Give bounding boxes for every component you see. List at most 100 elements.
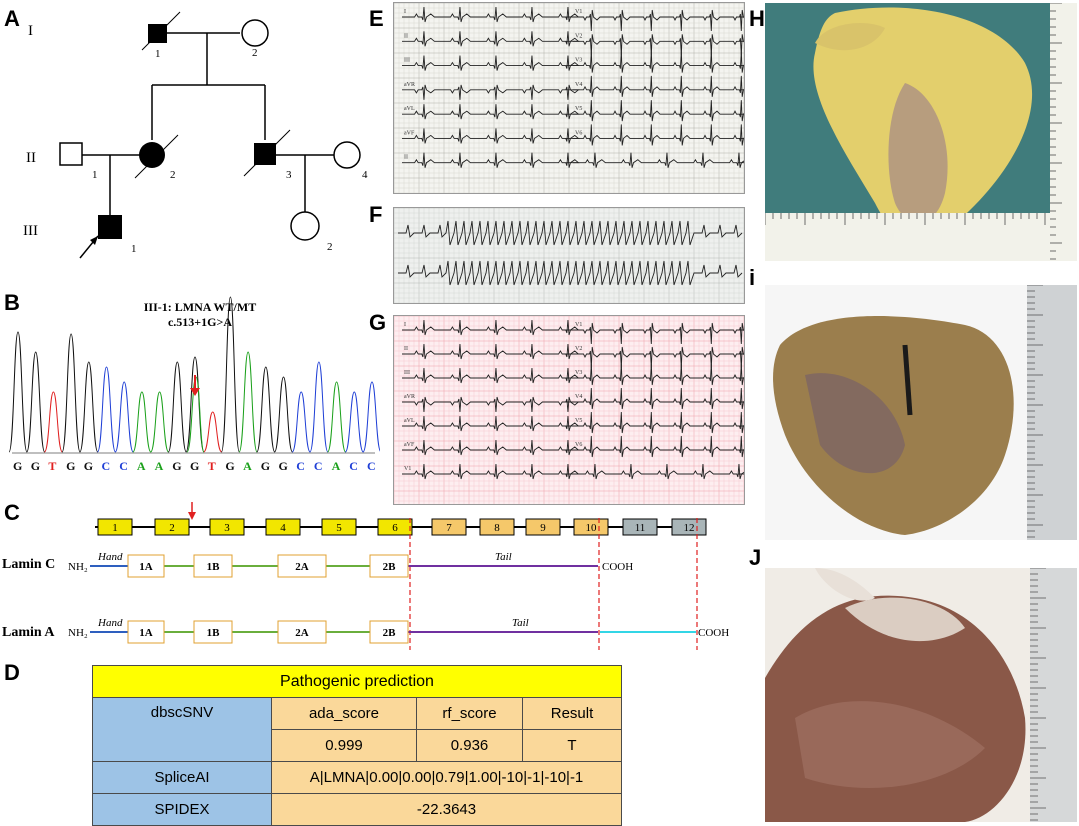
ecg-lead-label: V1 (575, 9, 582, 15)
individual-number: 4 (362, 169, 368, 181)
exon-label: 8 (494, 522, 500, 534)
exon-box (525, 518, 561, 536)
panel-label-a: A (4, 6, 20, 31)
ecg-lead-label: V3 (575, 58, 582, 64)
domain-box (193, 554, 233, 578)
ecg-trace-f (394, 208, 744, 303)
exon-box (622, 518, 658, 536)
base-call: G (225, 459, 234, 473)
panel-label-h: H (749, 6, 765, 31)
domain-box (277, 620, 327, 644)
ecg-lead-trace (402, 128, 580, 144)
base-call: C (119, 459, 128, 473)
exon-box (431, 518, 467, 536)
ecg-lead-label: aVF (404, 442, 415, 448)
lamin-c-cterm: COOH (602, 561, 633, 573)
individual-ii2 (139, 142, 165, 168)
ecg-lead-trace (402, 152, 580, 168)
individual-number: 3 (286, 169, 292, 181)
ecg-lead-trace (573, 100, 744, 122)
pedigree-chart: I II III 1 2 1 2 3 4 1 2 (23, 11, 368, 259)
ecg-lead-label: I (404, 322, 406, 328)
ecg-lead-label: V4 (575, 82, 582, 88)
generation-label: I (28, 23, 33, 39)
base-call: C (314, 459, 323, 473)
individual-ii4 (333, 141, 361, 169)
trace-peak (97, 366, 116, 453)
ecg-lead-label: V5 (575, 418, 582, 424)
ecg-lead-trace (402, 343, 580, 360)
trace-peak (344, 391, 364, 453)
table-title: Pathogenic prediction (92, 665, 622, 698)
exon-label: 6 (392, 522, 398, 534)
ecg-lead-trace (402, 367, 580, 384)
base-call: C (296, 459, 305, 473)
ecg-rhythm-trace (398, 220, 743, 246)
ecg-lead-trace (402, 439, 580, 456)
trace-peak (8, 331, 28, 453)
individual-ii3 (254, 143, 276, 165)
dbscsnv-label: dbscSNV (92, 697, 272, 762)
base-call: G (190, 459, 199, 473)
table-value-cell: T (522, 729, 622, 762)
individual-number: 1 (131, 243, 137, 255)
ruler (765, 213, 1050, 261)
ecg-lead-trace (573, 411, 744, 434)
sanger-variant: c.513+1G>A (167, 315, 232, 329)
trace-peak (43, 391, 63, 453)
ecg-lead-label: V6 (575, 130, 582, 136)
trace-peak (309, 361, 329, 453)
lamin-a-label: Lamin A (2, 625, 55, 640)
exon-label: 12 (684, 522, 695, 534)
trace-peak (132, 391, 152, 453)
exon-label: 3 (224, 522, 230, 534)
base-call: G (84, 459, 93, 473)
trace-peak (61, 333, 81, 453)
trace-peak (150, 391, 170, 453)
prediction-table: Pathogenic prediction dbscSNV ada_score … (92, 665, 622, 826)
panel-label-f: F (369, 202, 383, 227)
lamin-a-cterm: COOH (698, 627, 729, 639)
ecg-lead-trace (573, 9, 744, 32)
ruler (1050, 3, 1077, 261)
domain-label: 1B (207, 561, 221, 573)
panel-label-d: D (4, 660, 20, 685)
lamin-a-hand: Hand (97, 617, 123, 629)
ecg-lead-label: I (404, 9, 406, 15)
panel-label-j: J (749, 545, 762, 570)
mutation-arrow (188, 512, 196, 520)
individual-iii1-proband (98, 215, 122, 239)
lamin-a-tail: Tail (512, 617, 529, 629)
exon-label: 1 (112, 522, 118, 534)
ecg-lead-trace (573, 387, 744, 410)
ecg-lead-trace (573, 152, 744, 168)
ecg-lead-trace (573, 51, 744, 73)
spliceai-value: A|LMNA|0.00|0.00|0.79|1.00|-10|-1|-10|-1 (271, 761, 622, 794)
ecg-lead-trace (573, 124, 744, 146)
ecg-lead-trace (402, 55, 580, 71)
panel-label-c: C (4, 500, 20, 525)
domain-box (369, 620, 409, 644)
lamin-c-hand: Hand (97, 551, 123, 563)
ecg-lead-label: V2 (575, 33, 582, 39)
exon-label: 9 (540, 522, 546, 534)
generation-label: III (23, 223, 38, 239)
base-call: A (243, 459, 252, 473)
heart-photo-j (765, 568, 1077, 822)
exon-label: 5 (336, 522, 342, 534)
ecg-lead-label: V4 (575, 394, 582, 400)
domain-box (127, 620, 165, 644)
individual-number: 1 (92, 169, 98, 181)
individual-ii1 (59, 142, 83, 166)
exon-label: 4 (280, 522, 286, 534)
spidex-label: SPIDEX (92, 793, 272, 826)
base-call: C (349, 459, 358, 473)
domain-label: 1B (207, 627, 221, 639)
domain-label: 2A (295, 561, 309, 573)
trace-peak (26, 351, 46, 453)
ecg-lead-trace (573, 322, 744, 345)
exon-box (97, 518, 133, 536)
